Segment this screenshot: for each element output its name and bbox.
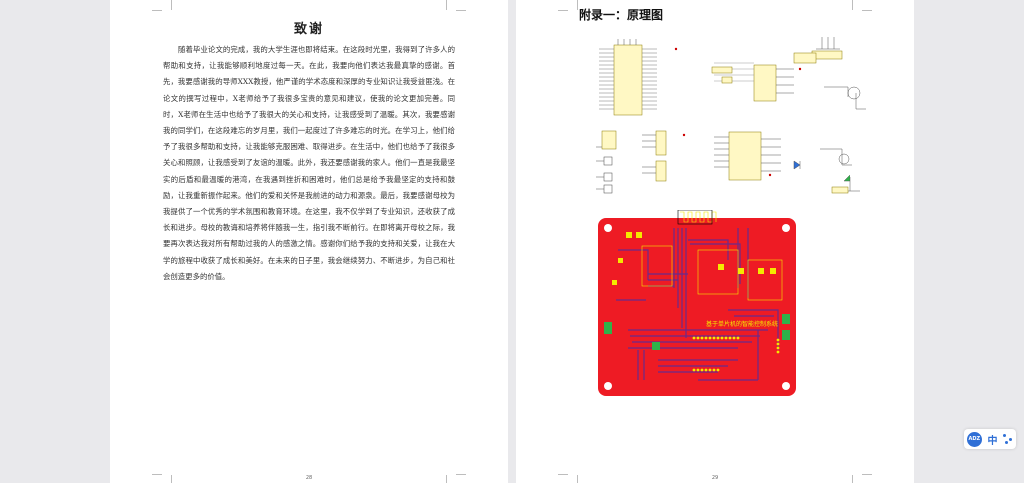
language-toggle[interactable]: 中 bbox=[987, 435, 998, 447]
crop-mark bbox=[446, 475, 456, 483]
pcb-layout: 基于单片机的智能控制系统 bbox=[598, 210, 796, 396]
document-page-right: 附录一：原理图 bbox=[516, 0, 914, 483]
document-page-left: 致谢 随着毕业论文的完成，我的大学生涯也即将结束。在这段时光里，我得到了许多人的… bbox=[110, 0, 508, 483]
crop-mark bbox=[568, 0, 578, 10]
crop-mark bbox=[456, 10, 466, 11]
acknowledgement-title: 致谢 bbox=[293, 22, 324, 37]
page-number: 28 bbox=[305, 475, 313, 481]
crop-mark bbox=[558, 474, 568, 475]
schematic-diagram bbox=[596, 37, 866, 194]
crop-mark bbox=[446, 0, 456, 10]
crop-mark bbox=[558, 10, 568, 11]
floating-toolbar[interactable]: ADZ 中 bbox=[964, 429, 1016, 449]
crop-mark bbox=[862, 474, 872, 475]
crop-mark bbox=[862, 10, 872, 11]
crop-mark bbox=[162, 475, 172, 483]
crop-mark bbox=[852, 475, 862, 483]
acknowledgement-body: 随着毕业论文的完成，我的大学生涯也即将结束。在这段时光里，我得到了许多人的帮助和… bbox=[163, 45, 455, 281]
crop-mark bbox=[152, 474, 162, 475]
crop-mark bbox=[852, 0, 862, 10]
appendix-title: 附录一：原理图 bbox=[579, 8, 664, 22]
assistant-logo-icon[interactable]: ADZ bbox=[966, 431, 982, 447]
crop-mark bbox=[152, 10, 162, 11]
crop-mark bbox=[456, 474, 466, 475]
page-number: 29 bbox=[711, 475, 719, 481]
crop-mark bbox=[568, 475, 578, 483]
more-options-icon[interactable] bbox=[1003, 434, 1013, 444]
pcb-silkscreen-label: 基于单片机的智能控制系统 bbox=[706, 320, 778, 328]
crop-mark bbox=[162, 0, 172, 10]
